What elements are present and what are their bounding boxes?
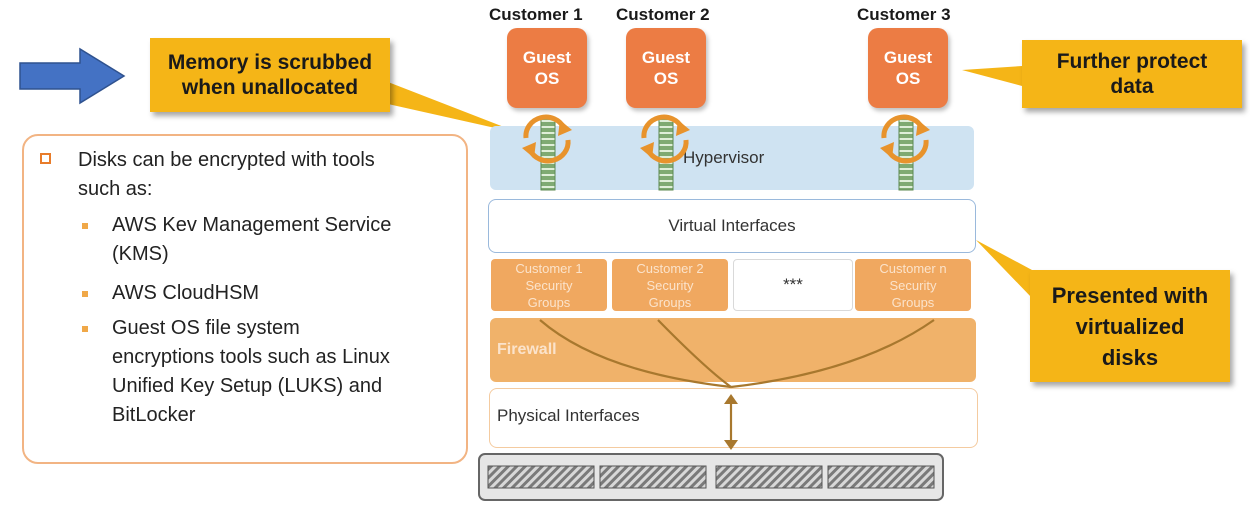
- memory-callout-line2: when unallocated: [181, 76, 359, 99]
- guest-os-3-line1: Guest: [883, 48, 933, 67]
- protect-callout-line1: Further protect: [1056, 50, 1208, 73]
- customer-2-label: Customer 2: [616, 5, 710, 24]
- further-protect-callout: Further protect data: [1022, 40, 1242, 108]
- virtual-interfaces-label: Virtual Interfaces: [668, 216, 796, 235]
- item-kms-line2: (KMS): [112, 243, 169, 265]
- memory-scrubbed-callout: Memory is scrubbed when unallocated: [150, 38, 390, 112]
- guest-os-1: Guest OS: [507, 28, 587, 108]
- bullet-icon-kms: [82, 223, 88, 229]
- presented-callout-line3: disks: [1101, 344, 1159, 370]
- physical-interfaces-label: Physical Interfaces: [497, 406, 640, 425]
- presented-disks-callout: Presented with virtualized disks: [1030, 270, 1230, 382]
- customer-3-label: Customer 3: [857, 5, 951, 24]
- sg1-line2: Security: [525, 277, 573, 293]
- bullet-icon-guest-os: [82, 326, 88, 332]
- memory-callout-line1: Memory is scrubbed: [167, 51, 373, 74]
- presented-callout-line2: virtualized: [1075, 313, 1185, 339]
- encryption-tools-box: [22, 134, 468, 464]
- security-group-customer-n: Customer n Security Groups: [855, 259, 971, 311]
- item-guest-os-line4: BitLocker: [112, 404, 196, 426]
- presented-callout-line1: Presented with: [1051, 282, 1209, 308]
- item-cloudhsm-line1: AWS CloudHSM: [112, 282, 260, 304]
- guest-os-1-line1: Guest: [522, 48, 572, 67]
- security-group-customer-1: Customer 1 Security Groups: [491, 259, 607, 311]
- item-guest-os-line2: encryptions tools such as Linux: [112, 346, 390, 368]
- hypervisor-label: Hypervisor: [683, 148, 765, 167]
- security-group-customer-2: Customer 2 Security Groups: [612, 259, 728, 311]
- guest-os-3-line2: OS: [895, 69, 921, 88]
- item-kms-line1: AWS Kev Management Service: [112, 214, 392, 236]
- sg2-line1: Customer 2: [636, 260, 704, 276]
- guest-os-2-line2: OS: [653, 69, 679, 88]
- recycle-icon-1: [522, 114, 572, 164]
- security-group-ellipsis: ***: [733, 259, 853, 311]
- protect-callout-line2: data: [1110, 75, 1154, 98]
- server-rack-icon: [478, 453, 944, 501]
- square-bullet-icon: [40, 153, 51, 164]
- firewall-layer: [490, 318, 976, 382]
- sgn-line1: Customer n: [879, 260, 947, 276]
- sg-ellipsis-label: ***: [783, 275, 803, 294]
- item-guest-os-line3: Unified Key Setup (LUKS) and: [112, 375, 383, 397]
- customer-1-label: Customer 1: [489, 5, 583, 24]
- guest-os-3: Guest OS: [868, 28, 948, 108]
- sg2-line3: Groups: [648, 294, 692, 310]
- recycle-icon-3: [880, 114, 930, 164]
- sg2-line2: Security: [646, 277, 694, 293]
- sgn-line3: Groups: [891, 294, 935, 310]
- main-bullet-line1: Disks can be encrypted with tools: [78, 149, 375, 171]
- bullet-icon-cloudhsm: [82, 291, 88, 297]
- right-arrow-icon: [19, 47, 126, 105]
- firewall-label: Firewall: [497, 341, 557, 358]
- main-bullet-line2: such as:: [78, 178, 153, 200]
- virtual-interfaces-layer: Virtual Interfaces: [488, 199, 976, 253]
- sgn-line2: Security: [889, 277, 937, 293]
- recycle-icon-2: [640, 114, 690, 164]
- guest-os-1-line2: OS: [534, 69, 560, 88]
- sg1-line1: Customer 1: [515, 260, 583, 276]
- guest-os-2: Guest OS: [626, 28, 706, 108]
- guest-os-2-line1: Guest: [641, 48, 691, 67]
- item-guest-os-line1: Guest OS file system: [112, 317, 300, 339]
- sg1-line3: Groups: [527, 294, 571, 310]
